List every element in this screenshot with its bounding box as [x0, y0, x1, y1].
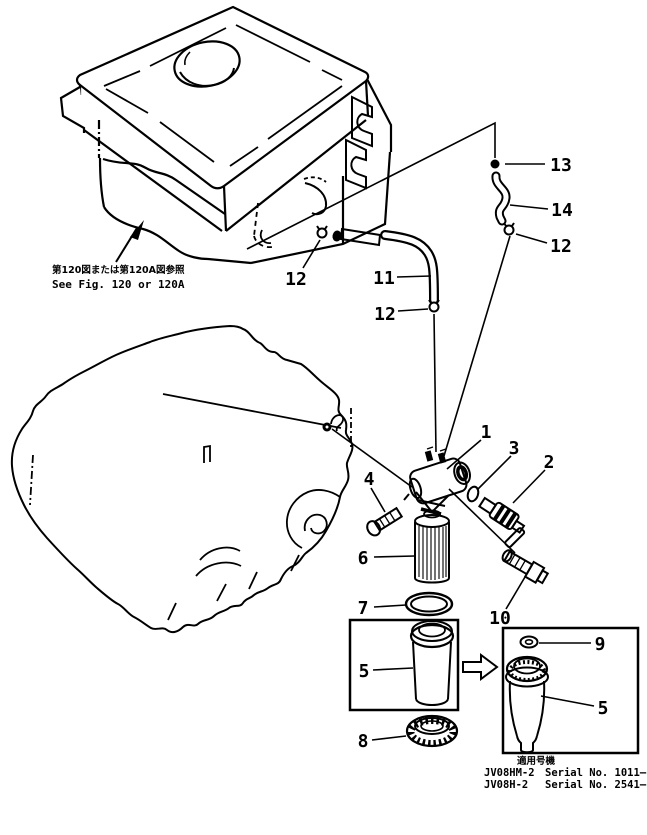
detail-box-right: [501, 626, 640, 755]
fuel-cock-2: [477, 496, 526, 548]
bolt-4: [366, 506, 404, 537]
hose-clamp-13-icon: [490, 159, 500, 169]
callout-4: 4: [364, 469, 375, 490]
callout-2: 2: [544, 452, 555, 473]
o-ring-7: [404, 591, 454, 617]
serial-model-1: JV08HM-2: [484, 767, 535, 779]
tank-top-face: [75, 5, 370, 190]
callout-6: 6: [358, 548, 369, 569]
serial-note-header: 適用号機: [517, 755, 556, 767]
callout-12a: 12: [550, 236, 572, 257]
see-fig-note-jp: 第120図または第120A図参照: [52, 264, 185, 276]
tank-bracket: [345, 95, 373, 190]
engine-block-details: [29, 393, 352, 621]
callouts: 13 14 12 12 11 12 1 3 2 4 6 7 10 5 8 9 5: [285, 155, 608, 752]
assembly-lines: [246, 121, 516, 554]
banjo-bolt-10: [501, 549, 550, 585]
filter-element-6: [414, 509, 450, 584]
callout-11: 11: [373, 268, 395, 289]
filter-mount-hole: [322, 414, 344, 432]
head-top-bolts: [424, 446, 447, 464]
tank-upper-shell: [59, 78, 393, 232]
sediment-bowl-5: [505, 655, 549, 754]
detail-box-left: [348, 618, 460, 712]
callout-7: 7: [358, 598, 369, 619]
callout-9: 9: [595, 634, 606, 655]
see-fig-note-en: See Fig. 120 or 120A: [52, 278, 185, 291]
washer-9: [519, 635, 539, 649]
hose-11: [380, 230, 439, 305]
callout-10: 10: [489, 608, 511, 629]
tank-lid-seam: [103, 24, 343, 167]
hose-14: [491, 171, 511, 226]
element-cup-5: [409, 620, 455, 706]
ring-nut-8: [405, 714, 459, 748]
filler-neck: [173, 40, 241, 88]
callout-1: 1: [481, 422, 492, 443]
fuel-tank-drawing: [59, 5, 393, 265]
tank-lower-shell: [97, 120, 392, 265]
callout-5a: 5: [359, 661, 370, 682]
callout-12b: 12: [285, 269, 307, 290]
o-ring-3: [466, 485, 480, 503]
callout-12c: 12: [374, 304, 396, 325]
see-fig-arrow-icon: [115, 220, 144, 263]
callout-14: 14: [551, 200, 573, 221]
callout-5b: 5: [598, 698, 609, 719]
filter-head: [403, 446, 471, 516]
variant-arrow-icon: [462, 653, 499, 681]
serial-number-1: Serial No. 1011–: [545, 767, 647, 779]
serial-number-2: Serial No. 2541–: [545, 779, 647, 791]
element-pleats: [418, 526, 447, 580]
serial-note: 適用号機 JV08HM-2 Serial No. 1011– JV08H-2 S…: [484, 755, 647, 791]
tank-hidden-details: [253, 176, 328, 249]
engine-block-drawing: [10, 325, 354, 634]
head-bracket: [403, 491, 450, 516]
tank-outlet-tube: [332, 227, 382, 247]
callout-8: 8: [358, 731, 369, 752]
serial-model-2: JV08H-2: [484, 779, 528, 791]
hose-clamp-12-icons: [316, 222, 515, 313]
leader-lines: [302, 163, 595, 741]
callout-13: 13: [550, 155, 572, 176]
callout-3: 3: [509, 438, 520, 459]
see-fig-note: 第120図または第120A図参照 See Fig. 120 or 120A: [52, 264, 185, 291]
